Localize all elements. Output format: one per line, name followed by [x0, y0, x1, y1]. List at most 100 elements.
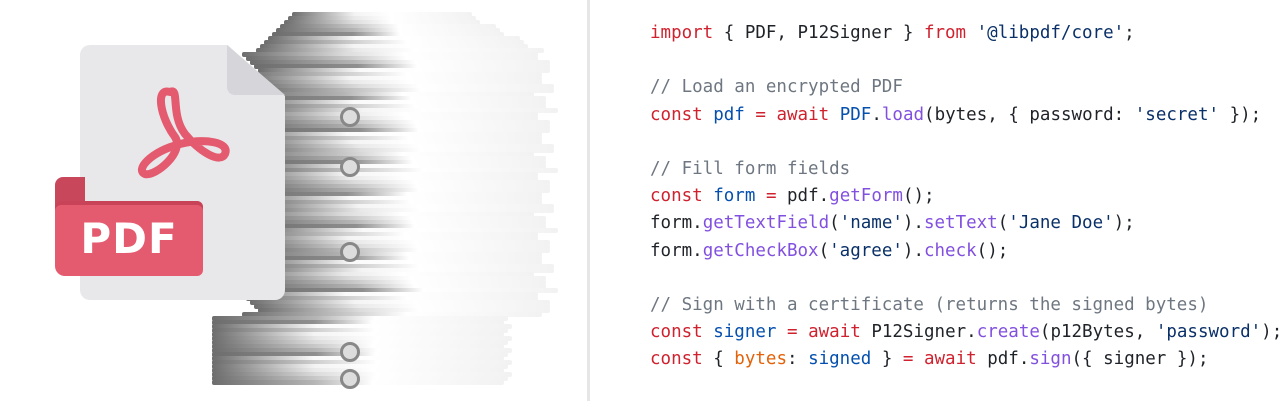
paper-sheet — [258, 208, 554, 213]
code-token — [913, 349, 924, 369]
paper-sheet — [254, 164, 546, 169]
paper-sheet — [242, 152, 534, 157]
code-token — [703, 186, 714, 206]
code-line: const signer = await P12Signer.create(p1… — [650, 319, 1280, 346]
code-token: pdf. — [976, 349, 1030, 370]
paper-sheet — [258, 108, 558, 113]
code-token: getCheckBox — [702, 240, 819, 261]
paper-sheet — [264, 40, 524, 45]
code-token: check — [923, 240, 977, 261]
paper-sheet — [246, 136, 542, 141]
code-token: sign — [1029, 349, 1072, 370]
paper-sheet — [242, 52, 538, 57]
paper-sheet — [250, 280, 546, 285]
code-token: ( — [829, 213, 840, 234]
paper-sheet — [246, 116, 538, 121]
paper-sheet — [250, 120, 550, 125]
acrobat-logo-icon — [138, 87, 230, 179]
paper-sheet — [250, 80, 542, 85]
code-line: const pdf = await PDF.load(bytes, { pass… — [650, 102, 1280, 129]
paper-sheet — [246, 56, 538, 61]
paper-sheet — [258, 308, 550, 313]
paper-sheet — [242, 112, 538, 117]
code-line: // Sign with a certificate (returns the … — [650, 292, 1280, 319]
code-snippet: import { PDF, P12Signer } from '@libpdf/… — [650, 20, 1280, 373]
paper-sheet — [250, 180, 550, 185]
code-token: // Load an encrypted PDF — [650, 77, 903, 98]
code-token: = — [755, 104, 766, 125]
paper-sheet — [246, 96, 546, 101]
code-token: setText — [923, 213, 998, 234]
paper-sheet — [246, 176, 538, 181]
code-token: { PDF, P12Signer } — [713, 23, 924, 43]
binder-ring-icon — [340, 107, 360, 127]
code-blank-line — [650, 265, 1280, 292]
code-token: (p12Bytes, — [1039, 322, 1156, 343]
code-token — [745, 105, 756, 125]
paper-sheet — [254, 304, 550, 309]
paper-sheet — [242, 212, 534, 217]
paper-sheet — [246, 156, 546, 161]
code-token — [829, 105, 840, 125]
code-line: form.getCheckBox('agree').check(); — [650, 238, 1280, 265]
paper-sheet — [246, 276, 546, 281]
code-token: ({ signer }); — [1071, 349, 1209, 370]
paper-sheet — [288, 16, 476, 21]
code-token: getForm — [829, 186, 903, 207]
code-token: : — [786, 349, 809, 370]
paper-sheet — [242, 312, 542, 317]
code-blank-line — [650, 129, 1280, 156]
code-token: 'Jane Doe' — [1008, 213, 1114, 234]
paper-sheet — [250, 140, 542, 145]
code-token: (); — [902, 186, 935, 207]
binder-ring-icon — [340, 342, 360, 362]
paper-sheet — [272, 32, 504, 37]
paper-sheet — [254, 84, 554, 89]
binder-ring-icon — [340, 369, 360, 389]
code-line: // Load an encrypted PDF — [650, 74, 1280, 101]
code-token: form. — [650, 213, 703, 234]
paper-sheet — [246, 216, 546, 221]
paper-sheet — [246, 76, 542, 81]
code-token: // Sign with a certificate (returns the … — [650, 294, 1209, 315]
code-token — [703, 105, 714, 125]
code-token: bytes — [734, 349, 787, 370]
paper-sheet — [268, 36, 520, 41]
code-line: form.getTextField('name').setText('Jane … — [650, 210, 1280, 237]
code-token: P12Signer. — [860, 322, 977, 343]
paper-sheet — [258, 148, 554, 153]
paper-sheet — [258, 88, 554, 93]
code-token: = — [902, 349, 914, 370]
code-blank-line — [650, 47, 1280, 74]
code-token: = — [787, 322, 798, 343]
paper-sheet — [256, 48, 544, 53]
code-token: await — [808, 322, 861, 343]
paper-sheet — [212, 320, 504, 325]
paper-sheet — [258, 168, 558, 173]
paper-sheet — [212, 332, 504, 337]
paper-sheet — [242, 132, 542, 137]
paper-sheet — [212, 360, 512, 365]
code-token — [766, 105, 777, 125]
paper-sheet — [242, 272, 534, 277]
code-token: const — [650, 104, 703, 125]
code-token: signer — [713, 322, 777, 343]
code-token: await — [776, 104, 830, 125]
code-token: form. — [650, 240, 703, 261]
paper-sheet — [212, 352, 508, 357]
code-token — [703, 322, 714, 342]
paper-sheet — [254, 104, 546, 109]
paper-sheet — [212, 336, 512, 341]
code-token: ( — [997, 213, 1009, 234]
paper-sheet — [212, 324, 512, 329]
code-token: // Fill form fields — [650, 158, 851, 179]
paper-sheet — [250, 60, 550, 65]
paper-sheet — [258, 288, 558, 293]
paper-sheet — [212, 328, 508, 333]
paper-sheet — [242, 292, 538, 297]
paper-sheet — [246, 236, 538, 241]
paper-sheet — [254, 64, 550, 69]
code-token: pdf — [713, 104, 745, 125]
paper-sheet — [242, 232, 538, 237]
code-token: create — [976, 322, 1040, 343]
